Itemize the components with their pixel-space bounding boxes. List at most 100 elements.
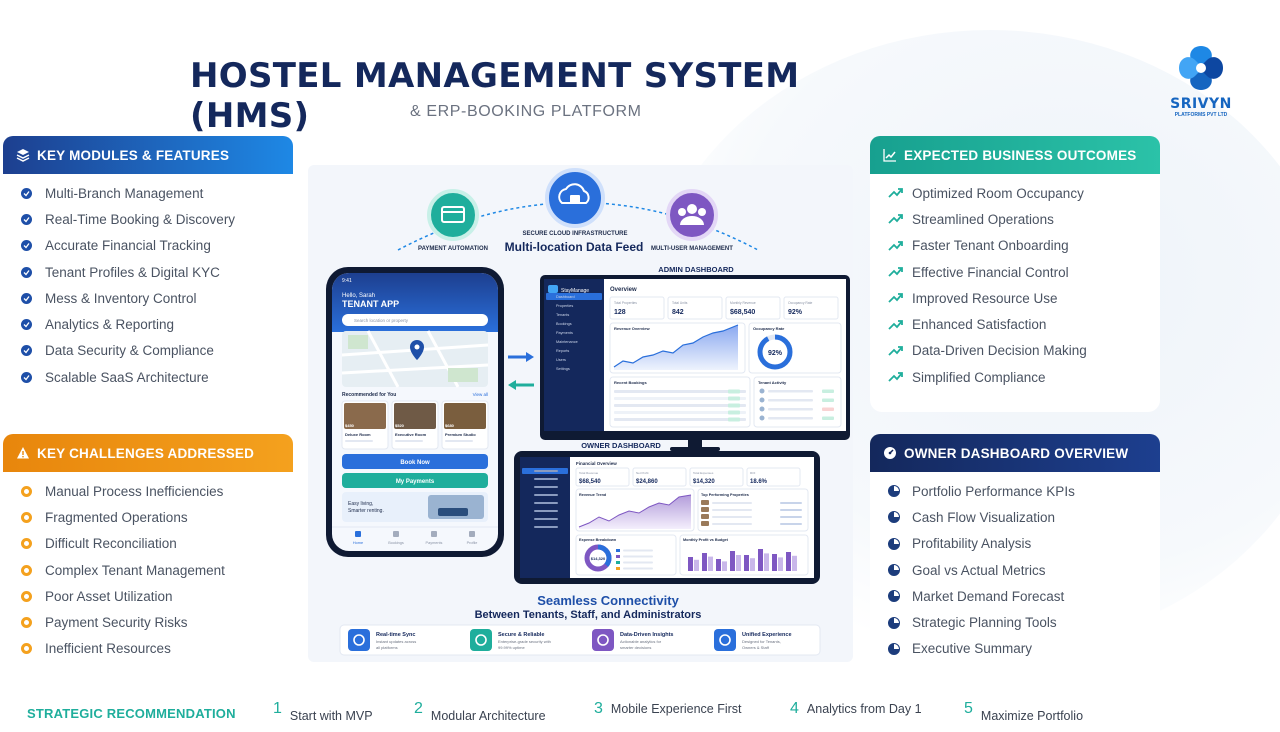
avatar (759, 388, 765, 394)
list-item: Enhanced Satisfaction (888, 311, 1160, 337)
list-item: Manual Process Inefficiencies (21, 478, 293, 504)
logo-tagline: PLATFORMS PVT LTD (1174, 112, 1228, 118)
feature-glyph (719, 634, 731, 646)
list-item: Poor Asset Utilization (21, 583, 293, 609)
list-item-label: Profitability Analysis (912, 536, 1032, 552)
tenant-phone: 9:41 Hello, Sarah TENANT APP Search loca… (326, 267, 504, 557)
business-outcomes-list: Optimized Room Occupancy Streamlined Ope… (870, 174, 1160, 390)
kpi-card (783, 296, 839, 320)
list-item: Mess & Inventory Control (21, 285, 293, 311)
warning-icon (15, 445, 31, 461)
status-badge (728, 396, 740, 401)
feature-desc: Designed for Tenants, (742, 639, 781, 644)
multi-user-label: MULTI-USER MANAGEMENT (651, 246, 733, 252)
table-row (614, 418, 746, 421)
property-thumbnail (701, 514, 709, 519)
room-image (444, 403, 486, 429)
key-modules-list: Multi-Branch Management Real-Time Bookin… (3, 174, 293, 390)
bar (792, 555, 797, 571)
kpi-value: $24,860 (636, 479, 658, 485)
list-item: Effective Financial Control (888, 259, 1160, 285)
legend-label (623, 549, 653, 552)
trend-up-icon (888, 372, 903, 382)
kpi-card (725, 296, 781, 320)
bar (702, 553, 707, 571)
owner-dashboard-panel: OWNER DASHBOARD OVERVIEW Portfolio Perfo… (870, 434, 1160, 684)
list-item-value (780, 509, 802, 511)
bar (708, 556, 713, 571)
step-text: Analytics from Day 1 (806, 702, 922, 716)
step-number: 1 (273, 700, 282, 717)
list-item-label: Mess & Inventory Control (45, 290, 197, 306)
data-feed-title: Multi-location Data Feed (505, 240, 644, 254)
nav-icon (431, 531, 437, 537)
list-item: Tenant Profiles & Digital KYC (21, 259, 293, 285)
svg-text:Top Performing Properties: Top Performing Properties (701, 493, 749, 497)
list-item (768, 417, 813, 420)
bar (750, 558, 755, 571)
svg-text:Recent Bookings: Recent Bookings (614, 380, 647, 385)
pie-chart-icon (888, 485, 900, 498)
pie-chart-icon (888, 616, 900, 629)
list-item: Fragmented Operations (21, 504, 293, 530)
admin-sidebar-item: Payments (556, 331, 573, 335)
phone-nav-item: Home (353, 541, 363, 545)
svg-text:Monthly Profit vs Budget: Monthly Profit vs Budget (683, 538, 729, 542)
room-image (344, 403, 386, 429)
secure-cloud-badge: SECURE CLOUD INFRASTRUCTURE (523, 168, 628, 237)
kpi-card (609, 296, 665, 320)
phone-nav-item: Profile (467, 541, 478, 545)
list-item (712, 502, 752, 504)
list-item: Market Demand Forecast (888, 583, 1160, 609)
kpi-card (689, 467, 744, 487)
list-item-label: Data Security & Compliance (45, 343, 214, 359)
list-item: Real-Time Booking & Discovery (21, 206, 293, 232)
check-circle-icon (21, 240, 32, 252)
list-item-label: Real-Time Booking & Discovery (45, 211, 236, 227)
kpi-card (575, 467, 630, 487)
list-item-label: Goal vs Actual Metrics (912, 562, 1046, 578)
key-modules-title: KEY MODULES & FEATURES (37, 147, 230, 163)
step-number: 2 (414, 700, 423, 717)
list-item-label: Portfolio Performance KPIs (912, 483, 1075, 499)
avatar (759, 415, 765, 421)
sidebar-item-active (546, 293, 602, 300)
list-item-label: Difficult Reconciliation (45, 536, 177, 552)
kpi-label: Occupancy Rate (788, 301, 813, 305)
legend-label (623, 555, 653, 558)
list-item: Complex Tenant Management (21, 557, 293, 583)
admin-sidebar-item: Bookings (556, 322, 572, 326)
svg-text:View all: View all (473, 392, 488, 397)
kpi-label: Net Profit (636, 471, 649, 475)
trend-up-icon (888, 293, 903, 303)
bar (744, 555, 749, 571)
list-item-label: Market Demand Forecast (912, 588, 1065, 604)
list-item: Multi-Branch Management (21, 180, 293, 206)
feature-desc: smarter decisions (620, 645, 651, 650)
list-item: Profitability Analysis (888, 531, 1160, 557)
list-item: Improved Resource Use (888, 285, 1160, 311)
list-item-label: Enhanced Satisfaction (912, 317, 1047, 333)
bar-chart-icon (592, 629, 614, 651)
property-thumbnail (701, 507, 709, 512)
bar (786, 552, 791, 571)
pie-chart-icon (888, 564, 900, 577)
legend-label (623, 567, 653, 570)
svg-text:Revenue Trend: Revenue Trend (579, 493, 607, 497)
step-number: 4 (790, 700, 799, 717)
kpi-card (667, 296, 723, 320)
list-item: Scalable SaaS Architecture (21, 364, 293, 390)
kpi-label: ROI (750, 471, 756, 475)
owner-dashboard-header: OWNER DASHBOARD OVERVIEW (870, 434, 1160, 472)
owner-sidebar-item (534, 518, 558, 520)
svg-text:$14,320: $14,320 (591, 556, 606, 561)
key-challenges-title: KEY CHALLENGES ADDRESSED (37, 445, 255, 461)
check-circle-icon (21, 213, 32, 225)
svg-text:StayManage: StayManage (561, 288, 589, 294)
key-modules-header: KEY MODULES & FEATURES (3, 136, 293, 174)
list-item: Data-Driven Decision Making (888, 338, 1160, 364)
status-badge (822, 407, 834, 411)
bar (730, 551, 735, 571)
owner-dashboard-list: Portfolio Performance KPIs Cash Flow Vis… (870, 472, 1160, 662)
